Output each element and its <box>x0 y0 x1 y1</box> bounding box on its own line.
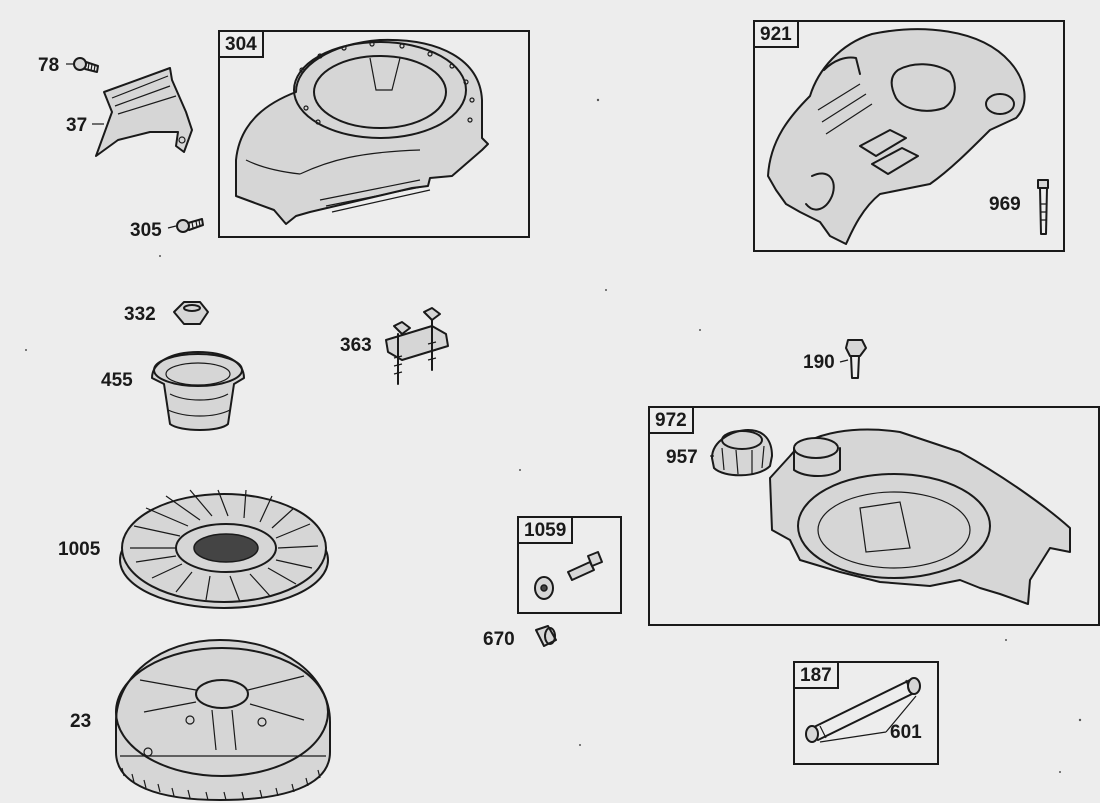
callout-332: 332 <box>124 304 156 325</box>
callout-305: 305 <box>130 220 162 241</box>
callout-670: 670 <box>483 629 515 650</box>
part-1005-fan-icon <box>119 489 329 609</box>
callout-190: 190 <box>803 352 835 373</box>
box-304-label: 304 <box>218 30 264 58</box>
box-972-label: 972 <box>648 406 694 434</box>
box-921: 921 <box>753 20 1065 252</box>
callout-23: 23 <box>70 711 92 732</box>
box-187: 187 <box>793 661 939 765</box>
scan-specks <box>25 98 1082 773</box>
part-190-bolt-icon <box>845 339 867 379</box>
box-921-label: 921 <box>753 20 799 48</box>
part-78-bolt-icon <box>73 57 99 73</box>
part-304-blower-housing-icon <box>235 38 489 225</box>
part-1059-washer-stud-icon <box>534 551 603 600</box>
part-455-screen-cup-icon <box>151 351 245 431</box>
part-969-bolt-icon <box>1037 179 1049 235</box>
box-972: 972 <box>648 406 1100 626</box>
part-187-fuel-line-icon <box>805 677 921 743</box>
part-957-fuel-cap-icon <box>711 429 773 477</box>
callout-78: 78 <box>38 55 60 76</box>
part-363-bracket-icon <box>385 307 449 385</box>
box-187-label: 187 <box>793 661 839 689</box>
callout-37: 37 <box>66 115 88 136</box>
callout-1005: 1005 <box>58 539 101 560</box>
part-23-flywheel-icon <box>115 639 331 801</box>
box-304: 304 <box>218 30 530 238</box>
part-972-fuel-tank-icon <box>769 428 1071 605</box>
callout-969: 969 <box>989 194 1021 215</box>
part-332-nut-icon <box>173 301 209 325</box>
part-37-deflector-icon <box>95 67 193 157</box>
part-305-screw-icon <box>176 218 204 233</box>
box-1059: 1059 <box>517 516 622 614</box>
part-670-sleeve-icon <box>535 625 557 647</box>
callout-601: 601 <box>890 722 922 743</box>
part-921-engine-cover-icon <box>767 28 1026 245</box>
callout-455: 455 <box>101 370 133 391</box>
callout-957: 957 <box>666 447 698 468</box>
leader-lines <box>66 63 917 743</box>
box-1059-label: 1059 <box>517 516 574 544</box>
callout-363: 363 <box>340 335 372 356</box>
